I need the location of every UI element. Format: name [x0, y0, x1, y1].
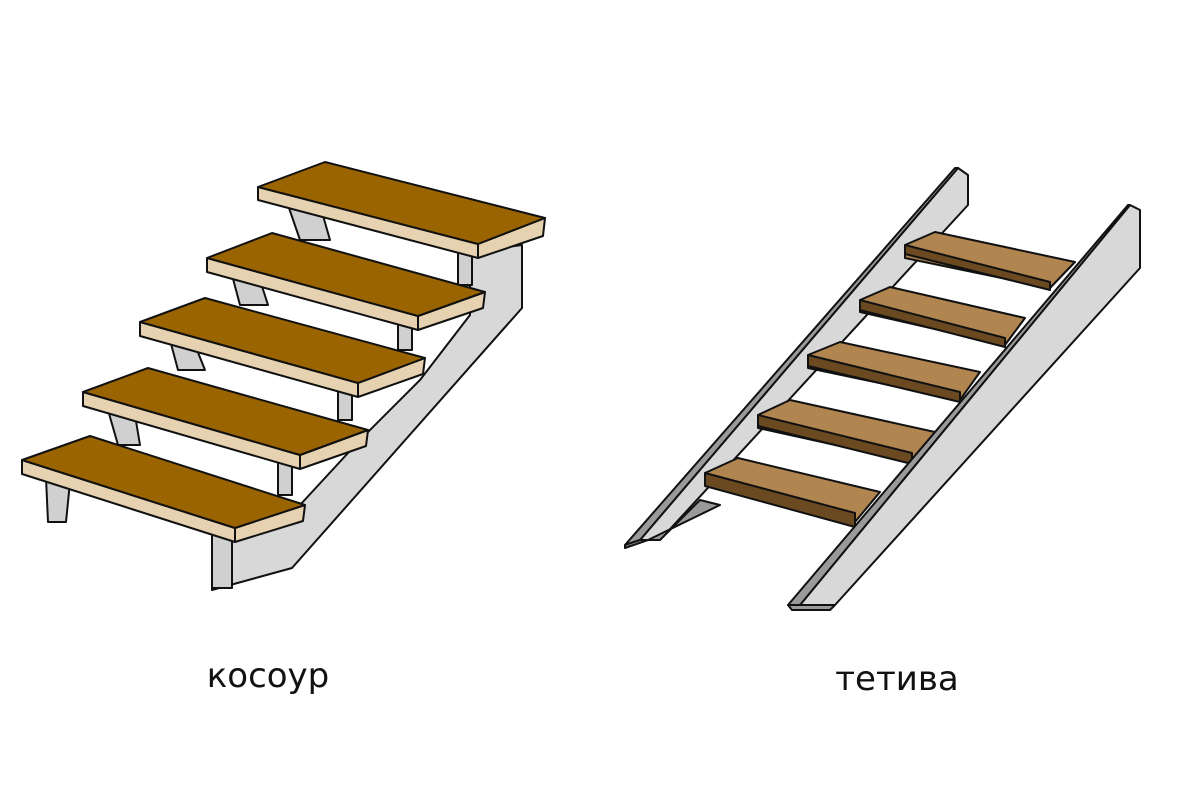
tread-3	[139, 297, 426, 398]
label-kosour: косоур	[206, 656, 330, 696]
tread-1	[257, 161, 546, 259]
kosour-staircase	[21, 161, 546, 591]
tetiva-treads	[704, 231, 1076, 528]
tetiva-right-stringer	[787, 204, 1141, 611]
kosour-treads	[21, 161, 546, 543]
tread-2	[859, 286, 1026, 348]
tetiva-left-stringer	[624, 167, 969, 549]
tread-4	[757, 399, 936, 465]
label-tetiva: тетива	[835, 659, 959, 699]
tread-2	[206, 232, 486, 331]
tread-5	[21, 435, 306, 543]
tread-1	[904, 231, 1076, 291]
tetiva-staircase	[624, 167, 1141, 611]
tread-3	[807, 341, 981, 403]
tread-4	[82, 367, 369, 470]
tread-5	[704, 457, 881, 528]
